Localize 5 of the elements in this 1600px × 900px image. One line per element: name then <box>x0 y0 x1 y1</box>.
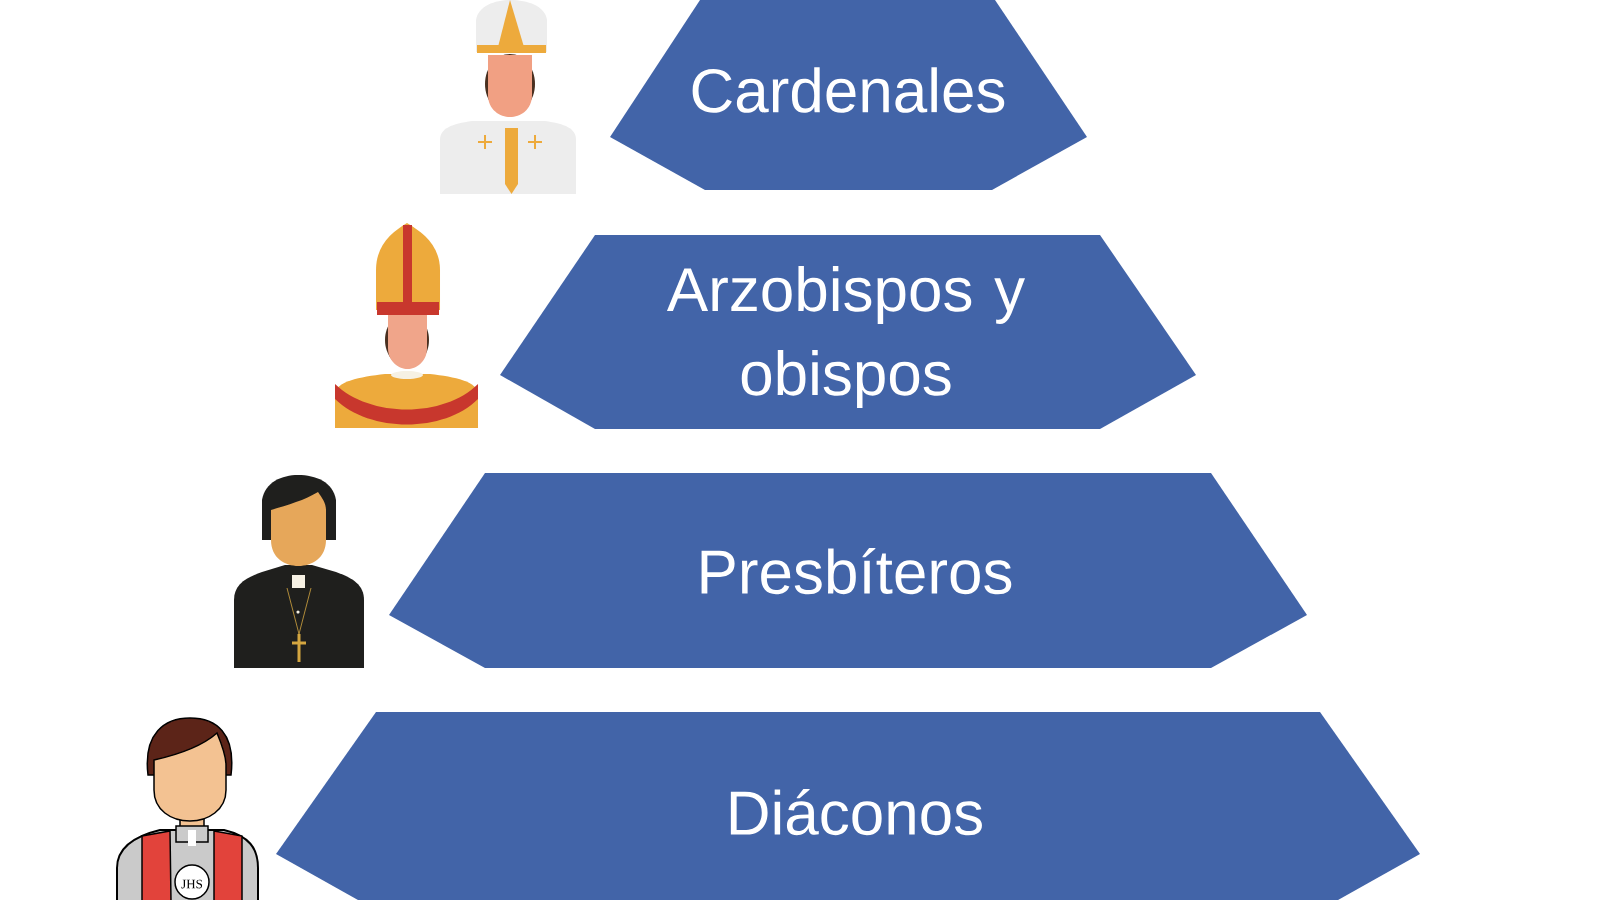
pyramid-level: Presbíteros <box>389 473 1307 668</box>
monogram-text: JHS <box>181 879 203 889</box>
pyramid-level: Arzobispos y obispos <box>500 235 1196 429</box>
pyramid-level: Diáconos <box>276 712 1420 900</box>
pyramid-level: Cardenales <box>610 0 1087 190</box>
